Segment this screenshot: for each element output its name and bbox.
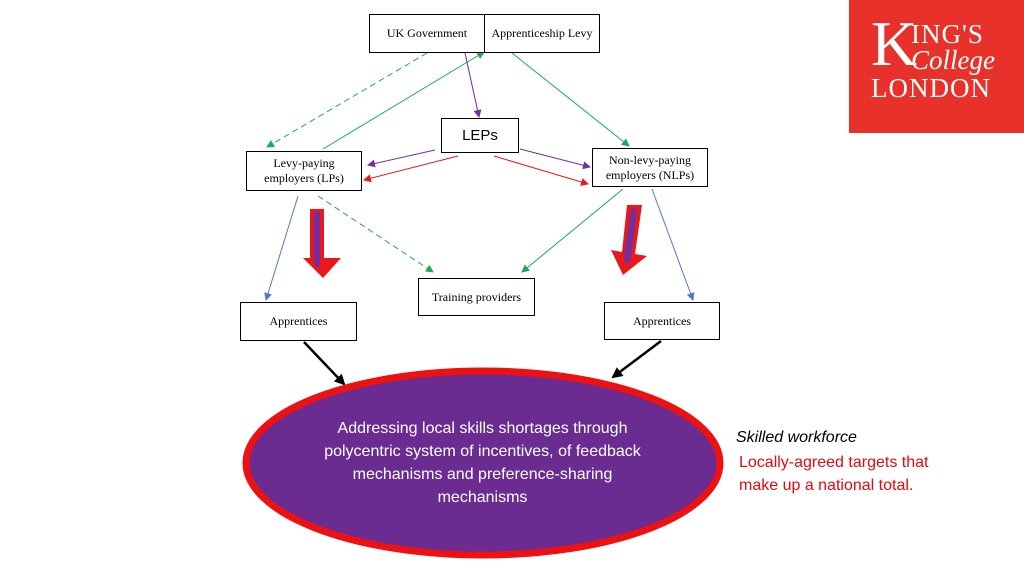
- edge-apprentices-right-to-outcome: [611, 340, 662, 379]
- edge-gov-to-lps: [266, 52, 428, 148]
- edge-leps-to-nlps-red: [493, 155, 589, 186]
- edge-lps-to-training: [317, 195, 434, 273]
- edge-nlps-to-training: [521, 188, 624, 273]
- edge-lps-to-apprentices: [264, 195, 299, 301]
- outcome-text: Addressing local skills shortages throug…: [324, 420, 641, 506]
- edge-apprentices-left-to-outcome: [303, 341, 346, 386]
- leps-box: LEPs: [441, 118, 519, 153]
- non-levy-paying-employers-label: Non-levy-paying employers (NLPs): [605, 152, 695, 182]
- apprenticeship-levy-box: Apprenticeship Levy: [484, 14, 600, 53]
- side-note-text: Locally-agreed targets that make up a na…: [739, 454, 929, 494]
- edge-leps-to-lps-purple: [367, 149, 436, 168]
- edge-levy-to-nlps: [511, 52, 630, 147]
- edge-nlps-to-apprentices: [651, 188, 695, 301]
- levy-paying-employers-box: Levy-paying employers (LPs): [246, 151, 362, 191]
- apprentices-right-label: Apprentices: [633, 313, 691, 328]
- apprentices-left-box: Apprentices: [240, 302, 357, 341]
- edge-leps-to-lps-red: [363, 155, 459, 183]
- right-block-arrow: [611, 205, 647, 275]
- leps-label: LEPs: [462, 127, 498, 144]
- logo-line2: College: [911, 45, 995, 75]
- logo-line1: ING'S: [911, 19, 984, 49]
- edge-lps-to-levy: [322, 51, 485, 150]
- uk-government-label: UK Government: [386, 26, 468, 40]
- left-block-arrow: [303, 209, 341, 278]
- outcome-ellipse: [242, 367, 724, 559]
- training-providers-label: Training providers: [431, 289, 522, 304]
- apprenticeship-levy-label: Apprenticeship Levy: [491, 26, 593, 40]
- apprentices-left-label: Apprentices: [269, 314, 328, 328]
- levy-paying-employers-label: Levy-paying employers (LPs): [264, 156, 344, 185]
- edge-levy-to-leps: [464, 52, 482, 118]
- non-levy-paying-employers-box: Non-levy-paying employers (NLPs): [592, 148, 708, 187]
- kings-college-london-logo: K ING'S College LONDON: [849, 0, 1024, 133]
- training-providers-box: Training providers: [418, 278, 535, 316]
- uk-government-box: UK Government: [369, 14, 485, 53]
- logo-line3: LONDON: [871, 73, 991, 103]
- logo-initial: K: [871, 8, 918, 79]
- side-note-title: Skilled workforce: [736, 429, 857, 446]
- apprentices-right-box: Apprentices: [604, 302, 720, 340]
- edge-leps-to-nlps-purple: [519, 148, 591, 170]
